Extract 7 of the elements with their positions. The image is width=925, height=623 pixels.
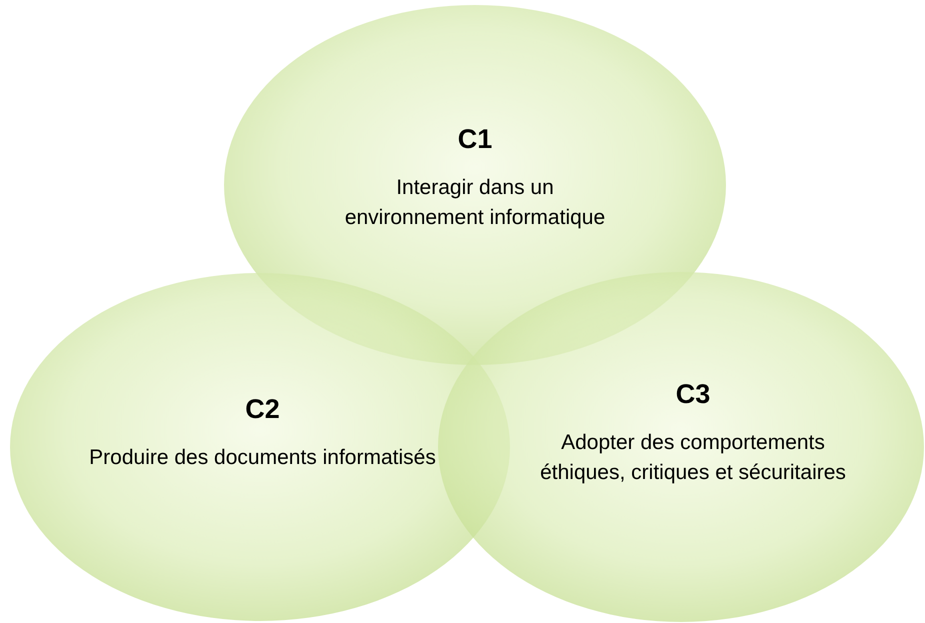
circle-description: Produire des documents informatisés bbox=[89, 445, 436, 471]
circle-description: Interagir dans un environnement informatique bbox=[344, 175, 606, 231]
circle-heading: C2 bbox=[245, 393, 280, 425]
circle-description: Adopter des comportements éthiques, critiques et sécuritaires bbox=[539, 430, 847, 486]
venn-ellipse bbox=[438, 272, 924, 622]
circle-heading: C1 bbox=[458, 123, 492, 155]
circle-heading: C3 bbox=[676, 378, 710, 410]
